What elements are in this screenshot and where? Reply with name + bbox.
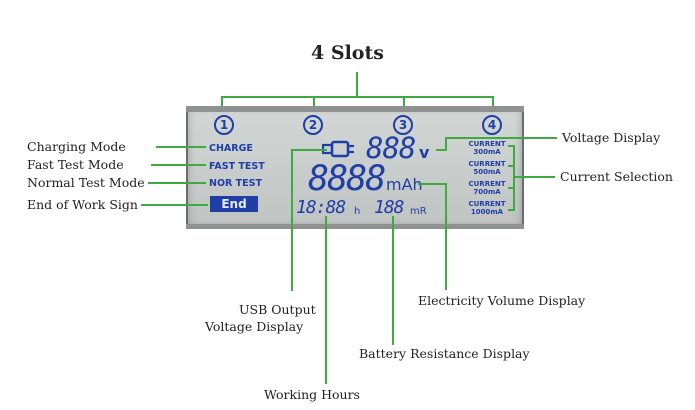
slot-3-indicator: 3 xyxy=(393,115,413,135)
capacity-digits: 8888 xyxy=(308,159,386,199)
label-electricity-volume: Electricity Volume Display xyxy=(418,293,586,308)
label-charging-mode: Charging Mode xyxy=(27,139,126,154)
label-battery-resistance: Battery Resistance Display xyxy=(359,346,530,361)
mode-nor-test: NOR TEST xyxy=(209,178,262,189)
label-voltage-display: Voltage Display xyxy=(562,130,661,145)
label-current-selection: Current Selection xyxy=(560,169,673,184)
time-unit: h xyxy=(354,206,361,217)
capacity-unit: mAh xyxy=(386,175,423,194)
label-usb-voltage-display: Voltage Display xyxy=(205,319,304,334)
mode-fast-test: FAST TEST xyxy=(209,161,265,172)
lcd-top-edge xyxy=(186,106,524,112)
slot-1-indicator: 1 xyxy=(214,115,234,135)
time-digits: 18:88 xyxy=(296,197,346,218)
voltage-unit: v xyxy=(419,143,430,162)
resistance-digits: 188 xyxy=(374,197,404,218)
label-end-of-work-sign: End of Work Sign xyxy=(27,197,138,212)
label-usb-output: USB Output xyxy=(239,302,316,317)
label-working-hours: Working Hours xyxy=(264,387,360,402)
voltage-digits: 888 xyxy=(366,131,416,165)
diagram-title: 4 Slots xyxy=(311,42,384,64)
label-normal-test-mode: Normal Test Mode xyxy=(27,175,145,190)
slot-4-indicator: 4 xyxy=(482,115,502,135)
label-fast-test-mode: Fast Test Mode xyxy=(27,157,124,172)
lcd-bottom-edge xyxy=(186,224,524,229)
resistance-unit: mR xyxy=(410,206,427,217)
end-of-work-sign: End xyxy=(210,196,258,212)
mode-charge: CHARGE xyxy=(209,143,253,154)
slot-2-indicator: 2 xyxy=(303,115,323,135)
